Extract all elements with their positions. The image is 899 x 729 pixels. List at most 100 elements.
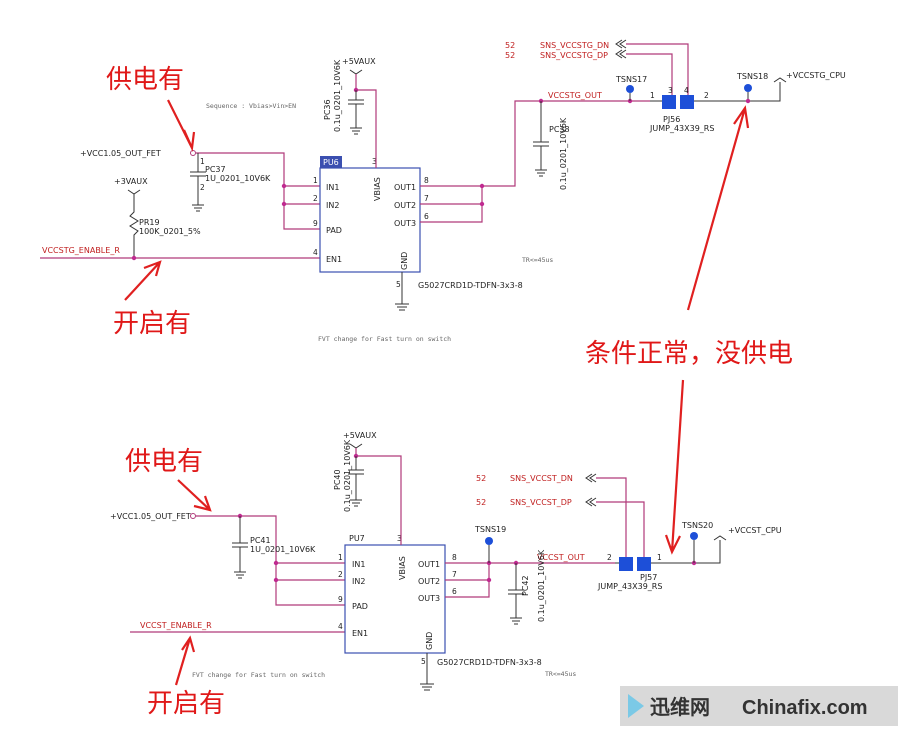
top-jumper-ref: PJ56 — [663, 115, 680, 124]
annotation-enable-top: 开启有 — [113, 309, 191, 339]
svg-text:3: 3 — [372, 157, 377, 166]
svg-text:2: 2 — [313, 194, 318, 203]
svg-text:2: 2 — [607, 553, 612, 562]
bottom-cap-bias-ref: PC40 — [333, 469, 342, 490]
top-fvt-note: FVT change for Fast turn on switch — [318, 335, 451, 343]
bottom-pin-in2: IN2 — [352, 577, 365, 586]
bottom-cap-out — [508, 563, 524, 625]
svg-text:8: 8 — [424, 176, 429, 185]
bottom-jumper-ref: PJ57 — [640, 573, 657, 582]
arrow-condition-down — [664, 379, 685, 555]
annotation-condition: 条件正常，没供电 — [585, 339, 793, 369]
top-sense-arrows — [615, 39, 627, 59]
svg-text:3: 3 — [668, 86, 673, 95]
bottom-sns-dp: SNS_VCCST_DP — [510, 498, 572, 507]
svg-text:1: 1 — [338, 553, 343, 562]
arrow-power-top — [167, 99, 196, 153]
top-cap-in — [190, 153, 206, 212]
svg-text:8: 8 — [452, 553, 457, 562]
bottom-cap-out-ref: PC42 — [521, 575, 530, 596]
top-cap-out-val: 0.1u_0201_10V6K — [559, 117, 568, 190]
top-pin-en1: EN1 — [326, 255, 342, 264]
bottom-sns-dn: SNS_VCCST_DN — [510, 474, 573, 483]
top-cap-bias — [348, 90, 364, 135]
watermark-cn: 迅维网 — [650, 695, 710, 719]
svg-text:6: 6 — [424, 212, 429, 221]
bottom-vbias-wire — [355, 448, 402, 545]
top-circuit: +VCC1.05_OUT_FET 1 2 PC37 1U_0201_10V6K … — [40, 39, 846, 343]
watermark: 迅维网 Chinafix.com — [620, 686, 898, 726]
bottom-5vaux-label: +5VAUX — [343, 431, 377, 440]
bottom-jumper-pad-right — [637, 557, 651, 571]
bottom-fvt-note: FVT change for Fast turn on switch — [192, 671, 325, 679]
top-sns-dp: SNS_VCCSTG_DP — [540, 51, 608, 60]
bottom-tp-right: TSNS20 — [681, 521, 713, 530]
top-tp-left: TSNS17 — [615, 75, 647, 84]
bottom-cap-in-val: 1U_0201_10V6K — [250, 545, 316, 554]
annotation-power-top: 供电有 — [106, 65, 184, 95]
top-out-net: VCCSTG_OUT — [548, 91, 602, 100]
top-cap-in-ref: PC37 — [205, 165, 226, 174]
svg-text:9: 9 — [313, 219, 318, 228]
svg-text:52: 52 — [505, 41, 515, 50]
top-pin-gnd: GND — [400, 252, 409, 270]
svg-text:4: 4 — [684, 86, 689, 95]
top-tp-right: TSNS18 — [736, 72, 768, 81]
bottom-tp-left: TSNS19 — [474, 525, 506, 534]
top-vin-label: +VCC1.05_OUT_FET — [80, 149, 161, 158]
top-pin-pad: PAD — [326, 226, 342, 235]
top-ic-ground — [395, 272, 409, 311]
svg-text:7: 7 — [452, 570, 457, 579]
bottom-cap-out-val: 0.1u_0201_10V6K — [537, 549, 546, 622]
top-res-ref: PR19 — [139, 218, 160, 227]
bottom-pin-pad: PAD — [352, 602, 368, 611]
bottom-pin-vbias: VBIAS — [398, 556, 407, 580]
top-cap-out — [533, 101, 549, 177]
bottom-pin-in1: IN1 — [352, 560, 365, 569]
bottom-ic-part: G5027CRD1D-TDFN-3x3-8 — [437, 658, 542, 667]
bottom-cap-in-ref: PC41 — [250, 536, 271, 545]
top-vbias-wire — [355, 74, 377, 168]
top-out-wire — [420, 100, 650, 223]
svg-text:2: 2 — [200, 183, 205, 192]
top-cpu-net: +VCCSTG_CPU — [786, 71, 846, 80]
arrow-power-bottom — [177, 479, 212, 512]
top-ic-ref-tag — [320, 156, 342, 168]
watermark-logo-icon — [628, 694, 644, 718]
top-pin-out2: OUT2 — [394, 201, 416, 210]
bottom-cap-bias — [348, 456, 364, 507]
top-cap-in-val: 1U_0201_10V6K — [205, 174, 271, 183]
top-cap-out-ref: PC38 — [549, 125, 570, 134]
svg-text:1: 1 — [313, 176, 318, 185]
svg-text:9: 9 — [338, 595, 343, 604]
top-timing-note: TR<=45us — [522, 256, 553, 264]
svg-text:2: 2 — [338, 570, 343, 579]
bottom-vin-wire — [196, 515, 345, 606]
top-sense-wires — [626, 43, 689, 95]
bottom-jumper-pad-left — [619, 557, 633, 571]
top-junction — [281, 183, 287, 189]
watermark-en: Chinafix.com — [742, 697, 868, 719]
bottom-jumper-part: JUMP_43X39_RS — [597, 582, 662, 591]
bottom-vin-label: +VCC1.05_OUT_FET — [110, 512, 191, 521]
bottom-pin-en1: EN1 — [352, 629, 368, 638]
svg-text:6: 6 — [452, 587, 457, 596]
top-pin-vbias: VBIAS — [373, 177, 382, 201]
bottom-sense-arrows — [585, 473, 597, 507]
svg-text:52: 52 — [476, 474, 486, 483]
svg-text:4: 4 — [313, 248, 318, 257]
top-ic-part: G5027CRD1D-TDFN-3x3-8 — [418, 281, 523, 290]
svg-text:52: 52 — [476, 498, 486, 507]
top-jumper-pad-right — [680, 95, 694, 109]
bottom-pin-out3: OUT3 — [418, 594, 440, 603]
bottom-cpu-net: +VCCST_CPU — [728, 526, 782, 535]
top-res-val: 100K_0201_5% — [139, 227, 201, 236]
top-ic-body — [319, 167, 421, 273]
top-5vaux-label: +5VAUX — [342, 57, 376, 66]
bottom-enable-label: VCCST_ENABLE_R — [140, 621, 212, 630]
bottom-out-wire — [445, 562, 615, 598]
svg-text:4: 4 — [338, 622, 343, 631]
top-jumper-pad-left — [662, 95, 676, 109]
svg-text:3: 3 — [397, 534, 402, 543]
